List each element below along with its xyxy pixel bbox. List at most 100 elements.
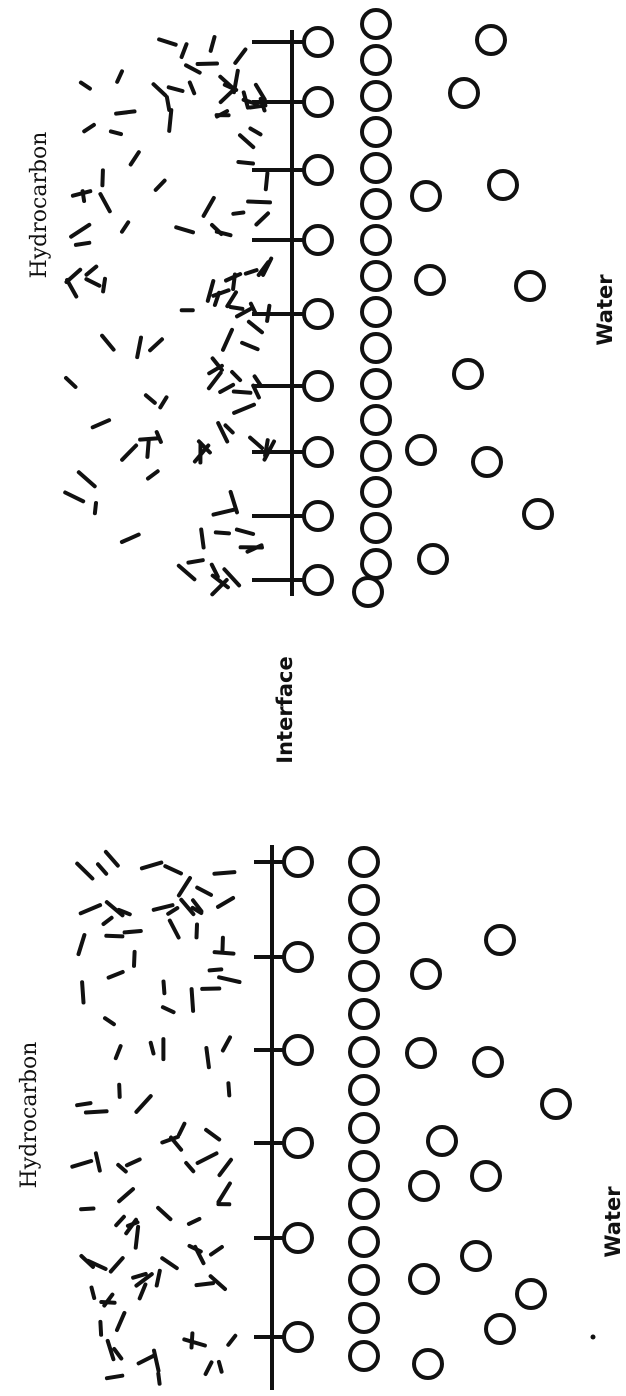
surfactant-head: [282, 1222, 314, 1254]
hydrocarbon-dash: [148, 1040, 156, 1056]
water-molecule: [348, 998, 380, 1030]
hydrocarbon-dash: [115, 1310, 127, 1332]
hydrocarbon-dash: [146, 469, 160, 481]
hydrocarbon-dash: [211, 507, 237, 517]
hydrocarbon-dash: [138, 436, 161, 442]
hydrocarbon-dash: [176, 876, 192, 898]
hydrocarbon-dash: [196, 439, 212, 455]
hydrocarbon-dash: [166, 906, 180, 916]
hydrocarbon-dash: [99, 1300, 117, 1305]
water-molecule: [484, 1313, 516, 1345]
water-molecule: [408, 1170, 440, 1202]
hydrocarbon-dash: [254, 211, 270, 227]
hydrocarbon-dash: [120, 443, 139, 462]
water-molecule: [360, 404, 392, 436]
water-label-top: Water: [593, 274, 617, 346]
hydrocarbon-dash: [167, 918, 181, 940]
hydrocarbon-dash: [225, 290, 238, 309]
hydrocarbon-dash: [176, 563, 197, 582]
hydrocarbon-dash: [205, 279, 216, 303]
water-molecule: [360, 440, 392, 472]
hydrocarbon-dash: [151, 82, 168, 98]
hydrocarbon-dash: [240, 340, 260, 352]
water-molecule: [360, 152, 392, 184]
hydrocarbon-dash: [226, 1081, 232, 1098]
hydrocarbon-dash: [152, 1348, 161, 1373]
hydrocarbon-dash: [117, 1082, 122, 1099]
hydrocarbon-dash: [184, 63, 202, 75]
hydrocarbon-dash: [208, 1274, 227, 1291]
panel-bottom: Hydrocarbon Water: [17, 845, 625, 1390]
water-molecule: [408, 1263, 440, 1295]
hydrocarbon-dash: [131, 1271, 148, 1280]
hydrocarbon-dash: [248, 126, 263, 137]
water-molecule: [410, 958, 442, 990]
hydrocarbon-dash: [124, 1217, 138, 1236]
hydrocarbon-dash: [189, 987, 196, 1013]
hydrocarbon-dash: [166, 85, 185, 93]
hydrocarbon-dash: [113, 1044, 123, 1061]
water-molecule: [470, 1160, 502, 1192]
hydrocarbon-dash: [209, 562, 220, 579]
hydrocarbon-dash: [164, 95, 172, 112]
hydrocarbon-dash: [124, 1157, 142, 1168]
surfactant-head: [282, 1127, 314, 1159]
hydrocarbon-dash: [184, 1161, 196, 1174]
hydrocarbon-dash: [195, 1151, 219, 1165]
hydrocarbon-dash: [78, 80, 92, 91]
panel-top: Hydrocarbon Water: [27, 8, 617, 608]
hydrocarbon-dash: [246, 199, 272, 205]
hydrocarbon-dash: [228, 305, 245, 311]
hydrocarbon-dash: [222, 82, 239, 92]
water-molecules-top: [352, 8, 554, 608]
hydrocarbon-dash: [103, 849, 120, 868]
water-molecule: [475, 24, 507, 56]
hydrocarbon-dash: [195, 61, 219, 66]
water-molecule: [360, 548, 392, 580]
hydrocarbon-dash: [212, 870, 237, 876]
hydrocarbon-dash: [63, 490, 86, 504]
water-molecule: [360, 44, 392, 76]
hydrocarbon-dash: [234, 527, 256, 536]
hydrocarbon-dash: [210, 223, 224, 236]
hydrocarbon-dash: [84, 264, 99, 277]
hydrocarbon-dash: [182, 1337, 207, 1348]
hydrocarbon-dash: [233, 47, 248, 65]
hydrocarbon-dash: [177, 1121, 187, 1137]
hydrocarbon-dash: [204, 1046, 211, 1070]
surfactant-molecules-top: [252, 26, 334, 596]
hydrocarbon-dash: [100, 168, 105, 188]
hydrocarbon-dash: [192, 443, 211, 464]
hydrocarbon-dash: [248, 435, 265, 451]
hydrocarbon-dash: [223, 423, 235, 435]
surfactant-head: [302, 564, 334, 596]
hydrocarbon-dash: [116, 907, 132, 917]
hydrocarbon-label-bottom: Hydrocarbon: [17, 1042, 42, 1189]
hydrocarbon-dash: [128, 150, 141, 167]
hydrocarbon-dash: [201, 196, 216, 218]
hydrocarbon-dash: [194, 922, 199, 940]
hydrocarbon-dash: [210, 573, 230, 590]
hydrocarbon-dash: [216, 421, 230, 444]
hydrocarbon-dash: [212, 950, 236, 956]
hydrocarbon-dash: [194, 1281, 216, 1288]
hydrocarbon-dash: [98, 1319, 104, 1337]
water-molecule: [360, 224, 392, 256]
hydrocarbon-dash: [217, 975, 242, 984]
hydrocarbon-dash: [156, 1371, 162, 1386]
hydrocarbon-dash: [195, 885, 213, 897]
hydrocarbon-dash: [75, 1101, 93, 1108]
surfactant-head: [302, 500, 334, 532]
hydrocarbon-dash: [132, 949, 137, 968]
hydrocarbon-dash: [221, 327, 234, 352]
hydrocarbon-dash: [208, 35, 217, 53]
hydrocarbon-dash: [235, 307, 253, 319]
surfactant-head: [282, 941, 314, 973]
water-molecule: [348, 1302, 380, 1334]
water-molecule: [484, 924, 516, 956]
hydrocarbon-dash: [231, 210, 246, 216]
surfactant-head: [302, 86, 334, 118]
surfactant-head: [302, 370, 334, 402]
water-molecule: [348, 1036, 380, 1068]
water-molecule: [452, 358, 484, 390]
